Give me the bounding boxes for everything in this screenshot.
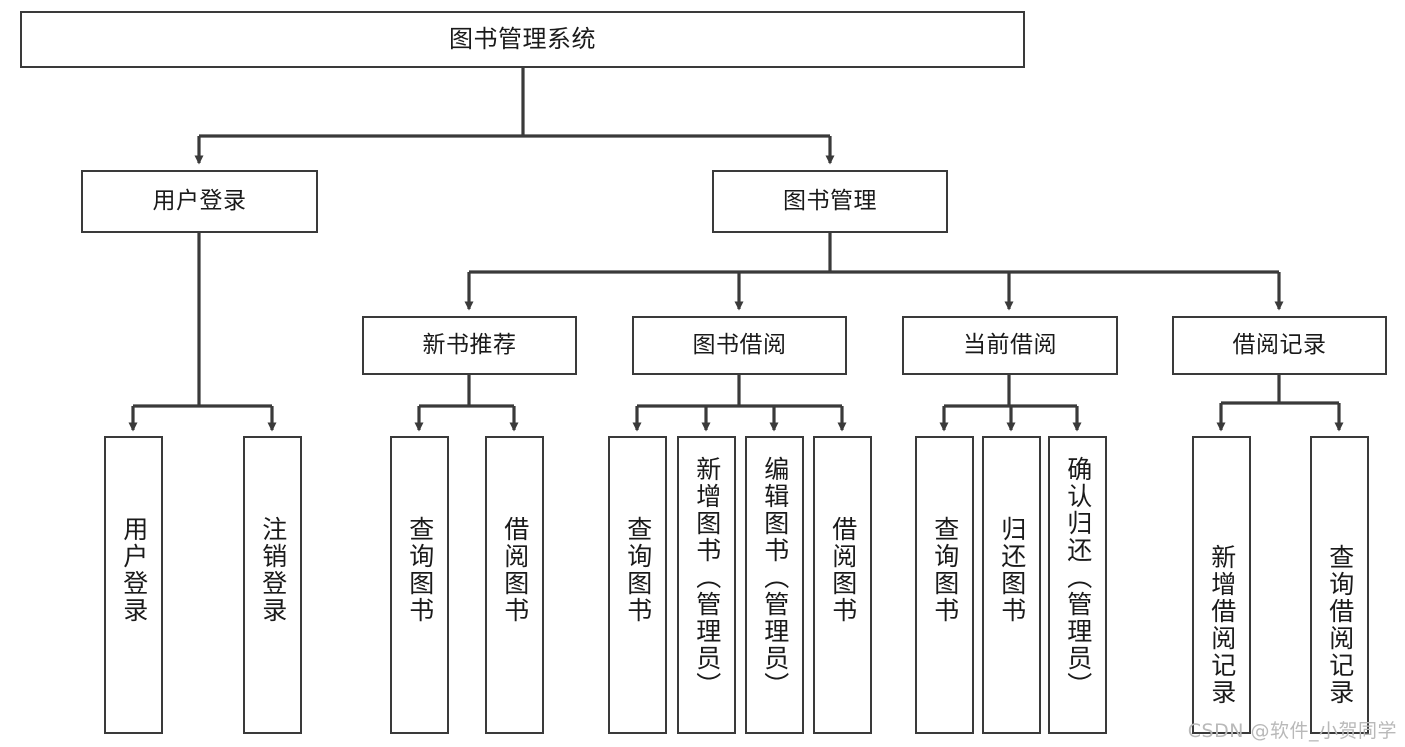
node-label: 用户登录 (119, 516, 149, 624)
node-leaf-query-borrow-record[interactable]: 查询借阅记录 (1310, 436, 1369, 734)
node-label: 图书管理系统 (449, 25, 596, 54)
node-label: 借阅记录 (1232, 331, 1327, 358)
node-leaf-query-book-borrow[interactable]: 查询图书 (608, 436, 667, 734)
node-label: 查询借阅记录 (1325, 544, 1355, 706)
node-leaf-borrow-book-recommend[interactable]: 借阅图书 (485, 436, 544, 734)
node-label: 新增借阅记录 (1207, 544, 1237, 706)
node-current-borrow[interactable]: 当前借阅 (902, 316, 1118, 375)
node-borrow-record[interactable]: 借阅记录 (1172, 316, 1387, 375)
node-leaf-user-login[interactable]: 用户登录 (104, 436, 163, 734)
node-new-book-recommend[interactable]: 新书推荐 (362, 316, 577, 375)
node-label: 新增图书（管理员） (692, 456, 722, 699)
node-root-system[interactable]: 图书管理系统 (20, 11, 1025, 68)
node-leaf-edit-book[interactable]: 编辑图书（管理员） (745, 436, 804, 734)
node-user-login[interactable]: 用户登录 (81, 170, 318, 233)
node-label: 新书推荐 (422, 331, 517, 358)
node-leaf-confirm-return[interactable]: 确认归还（管理员） (1048, 436, 1107, 734)
node-label: 用户登录 (152, 187, 247, 214)
node-leaf-borrow-book[interactable]: 借阅图书 (813, 436, 872, 734)
node-label: 查询图书 (623, 516, 653, 624)
node-leaf-query-book-recommend[interactable]: 查询图书 (390, 436, 449, 734)
node-label: 查询图书 (930, 516, 960, 624)
node-leaf-query-book-current[interactable]: 查询图书 (915, 436, 974, 734)
node-label: 归还图书 (997, 516, 1027, 624)
node-book-borrow[interactable]: 图书借阅 (632, 316, 847, 375)
node-label: 图书管理 (783, 187, 877, 214)
node-book-manage[interactable]: 图书管理 (712, 170, 948, 233)
watermark: CSDN @软件_小贺同学 (1187, 720, 1397, 742)
node-label: 编辑图书（管理员） (760, 456, 790, 699)
node-label: 查询图书 (405, 516, 435, 624)
node-label: 借阅图书 (500, 516, 530, 624)
node-leaf-logout[interactable]: 注销登录 (243, 436, 302, 734)
node-leaf-return-book[interactable]: 归还图书 (982, 436, 1041, 734)
node-label: 注销登录 (258, 516, 288, 624)
node-label: 当前借阅 (963, 331, 1057, 358)
node-label: 借阅图书 (828, 516, 858, 624)
node-leaf-add-book[interactable]: 新增图书（管理员） (677, 436, 736, 734)
node-leaf-add-borrow-record[interactable]: 新增借阅记录 (1192, 436, 1251, 734)
node-label: 确认归还（管理员） (1063, 456, 1093, 699)
node-label: 图书借阅 (692, 331, 787, 358)
